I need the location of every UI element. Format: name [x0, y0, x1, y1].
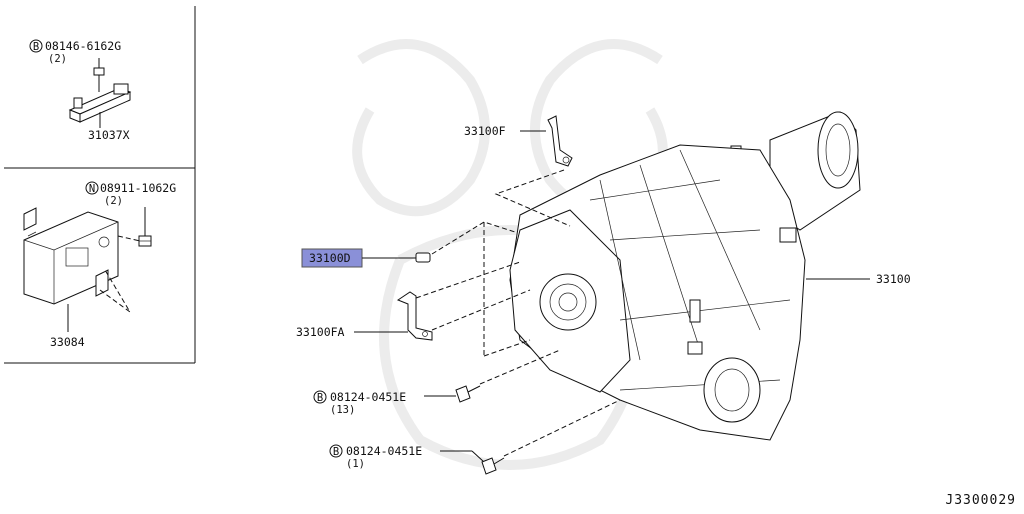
bolt2-qty-label: (1) [346, 458, 365, 470]
inset-frame [4, 6, 196, 364]
bolt-part-label: 08146-6162G [45, 39, 121, 53]
inset-top: B 08146-6162G (2) 31037X [29, 39, 132, 142]
bolt1-b-icon: B [313, 390, 327, 404]
unit-part-label: 33084 [50, 335, 85, 349]
nut-n-icon: N [85, 181, 99, 195]
bolt1-icon [455, 385, 481, 403]
svg-text:B: B [317, 392, 323, 404]
svg-text:B: B [333, 446, 339, 458]
bolt-qty-label: (2) [48, 53, 67, 65]
svg-text:B: B [33, 41, 39, 53]
bracket-31037x-icon [68, 83, 132, 123]
inset-bottom: N 08911-1062G (2) 33084 [23, 181, 176, 349]
dowel-pin-icon [415, 252, 431, 263]
bolt-b-icon: B [29, 39, 43, 53]
transfer-case-icon [509, 111, 861, 441]
gasket-label: 33100F [464, 124, 506, 138]
bolt1-part-label: 08124-0451E [330, 390, 406, 404]
nut-icon [138, 235, 152, 247]
pin-label: 33100D [309, 251, 351, 265]
nut-part-label: 08911-1062G [100, 181, 176, 195]
gasket-icon [547, 115, 573, 167]
control-unit-icon [23, 207, 119, 305]
bracket-part-label: 31037X [88, 128, 130, 142]
bolt-icon [93, 58, 105, 92]
bolt2-b-icon: B [329, 444, 343, 458]
case-label: 33100 [876, 272, 911, 286]
nut-qty-label: (2) [104, 195, 123, 207]
bolt2-icon [481, 457, 505, 475]
bracket-33100fa-icon [396, 291, 433, 341]
svg-text:N: N [89, 183, 95, 195]
bolt1-qty-label: (13) [330, 404, 355, 416]
bolt2-part-label: 08124-0451E [346, 444, 422, 458]
diagram-ref: J3300029 [945, 493, 1016, 508]
bracket-label: 33100FA [296, 325, 345, 339]
